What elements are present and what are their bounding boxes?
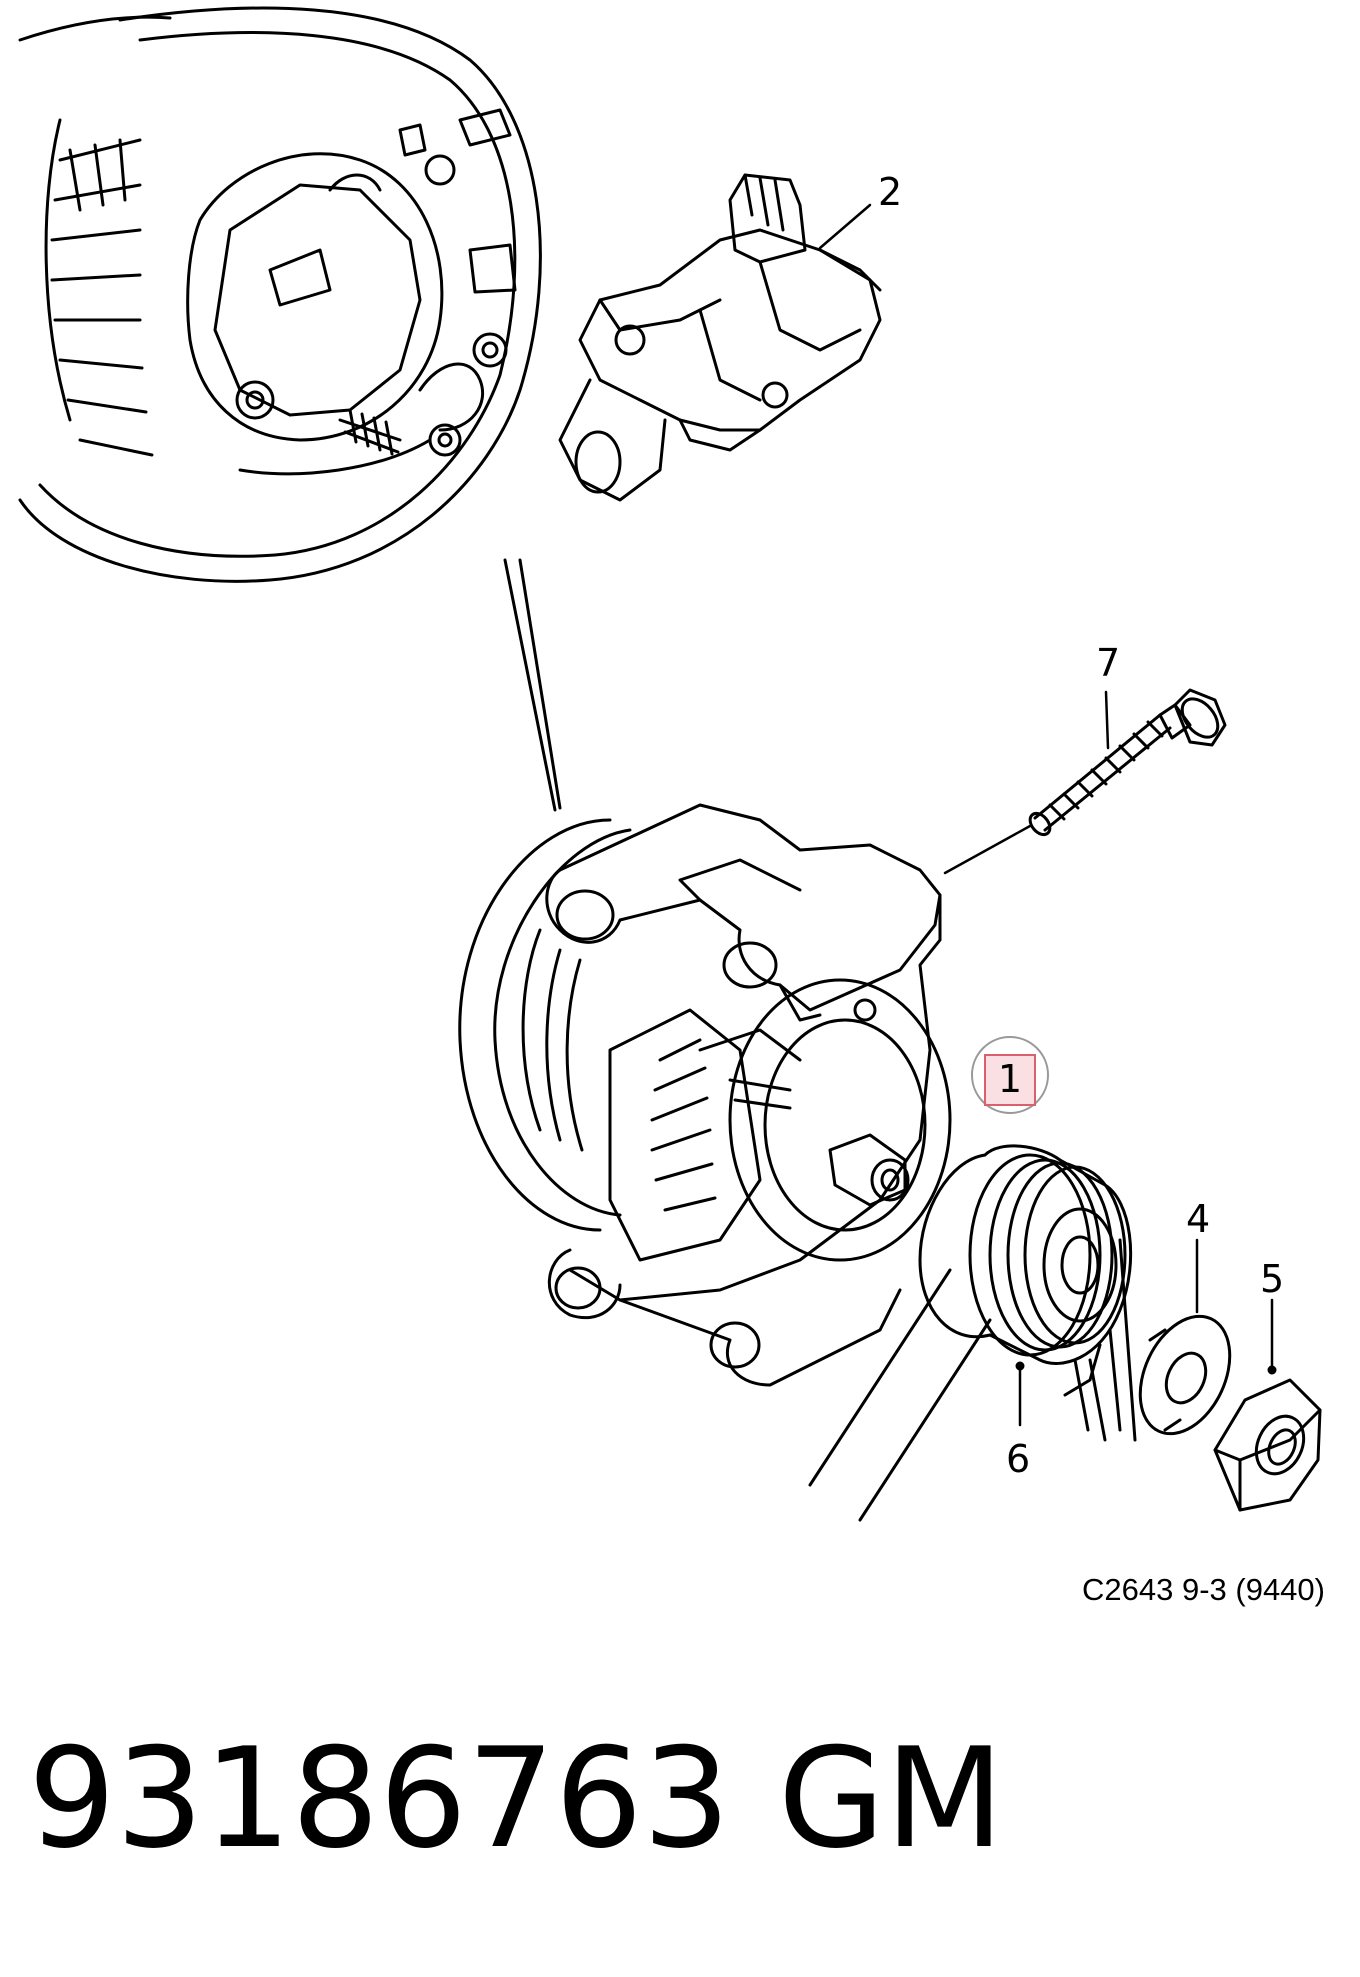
part-number: 93186763 xyxy=(28,1718,731,1879)
alternator-rear-view xyxy=(18,6,542,583)
callout-7: 7 xyxy=(1096,641,1120,685)
callout-4: 4 xyxy=(1186,1197,1210,1241)
alternator-main-body xyxy=(458,803,952,1387)
brand-name: GM xyxy=(778,1718,1005,1879)
diagram-reference-code: C2643 9-3 (9440) xyxy=(1082,1572,1325,1607)
washer xyxy=(1138,1314,1232,1436)
callout-1: 1 xyxy=(998,1057,1022,1101)
callout-2: 2 xyxy=(878,170,902,214)
pulley xyxy=(918,1144,1133,1397)
callout-5: 5 xyxy=(1260,1257,1284,1301)
callout-1-highlight[interactable]: 1 xyxy=(971,1036,1049,1114)
mounting-bolt xyxy=(1028,688,1227,837)
hex-nut xyxy=(1213,1378,1322,1512)
voltage-regulator xyxy=(558,173,882,502)
callout-6: 6 xyxy=(1006,1437,1030,1481)
